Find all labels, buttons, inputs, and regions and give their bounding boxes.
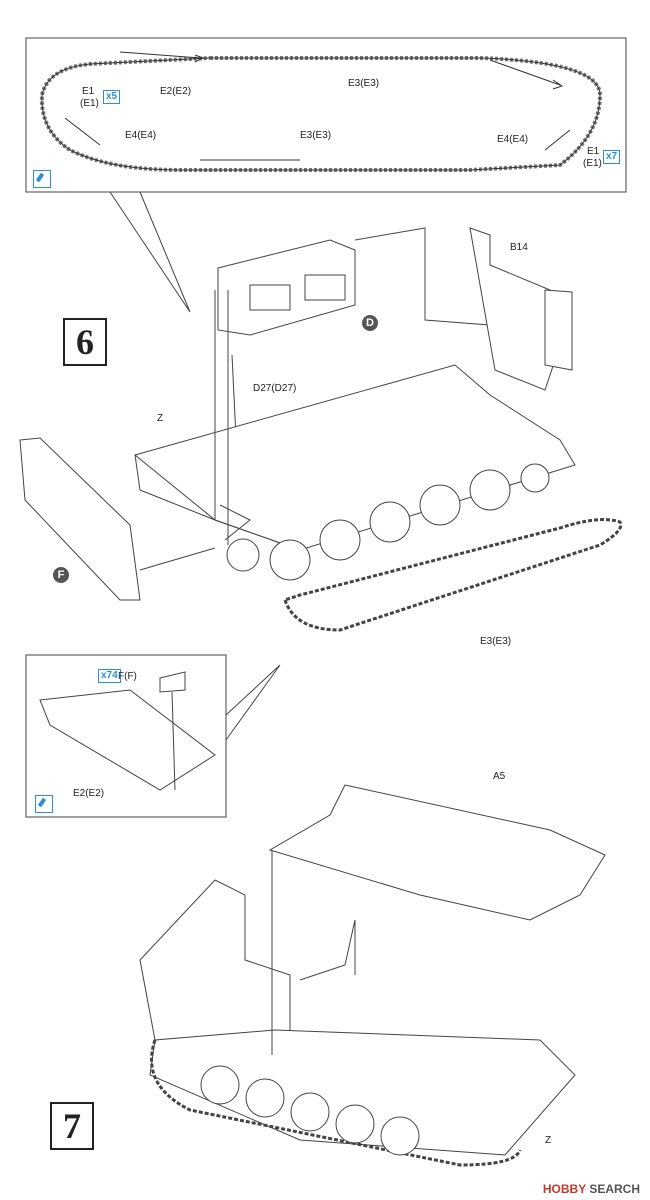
track-detail-inset (25, 37, 627, 193)
d27-label: D27(D27) (253, 383, 297, 394)
z-label-step7: Z (545, 1135, 552, 1146)
qty-badge-right: x7 (603, 150, 621, 164)
e3-step6-label: E3(E3) (480, 636, 512, 647)
b14-label: B14 (510, 242, 528, 253)
e1-right-label: E1 (587, 146, 600, 157)
z-label-step6: Z (157, 413, 164, 424)
link-detail-inset (25, 654, 281, 818)
glue-icon (33, 170, 51, 188)
callout-leader (109, 191, 191, 313)
watermark: HOBBY SEARCH (543, 1182, 640, 1196)
e1-right-paren-label: (E1) (583, 158, 602, 169)
b14-panel (469, 227, 573, 391)
a5-label: A5 (493, 771, 506, 782)
e2-link-label: E2(E2) (73, 788, 105, 799)
marker-f: F (53, 567, 69, 583)
e2-label: E2(E2) (160, 86, 192, 97)
e4-left-label: E4(E4) (125, 130, 157, 141)
e3-bottom-label: E3(E3) (300, 130, 332, 141)
e1-left-paren-label: (E1) (80, 98, 99, 109)
watermark-suffix: SEARCH (589, 1182, 640, 1196)
f-panel (19, 437, 216, 601)
step-number-7: 7 (50, 1102, 94, 1150)
qty-badge-links: x74 (98, 669, 121, 683)
e1-left-label: E1 (82, 86, 95, 97)
hull-step7 (139, 784, 606, 1167)
step-number-6: 6 (63, 318, 107, 366)
watermark-brand: HOBBY (542, 1182, 586, 1196)
e3-top-label: E3(E3) (348, 78, 380, 89)
track-run (283, 518, 623, 632)
e4-right-label: E4(E4) (497, 134, 529, 145)
marker-d: D (362, 315, 378, 331)
qty-badge-left: x5 (103, 90, 121, 104)
f-part-label: F(F) (118, 671, 137, 682)
glue-icon-links (35, 795, 53, 813)
hull-step6 (134, 290, 576, 581)
seat-frame (217, 227, 556, 336)
